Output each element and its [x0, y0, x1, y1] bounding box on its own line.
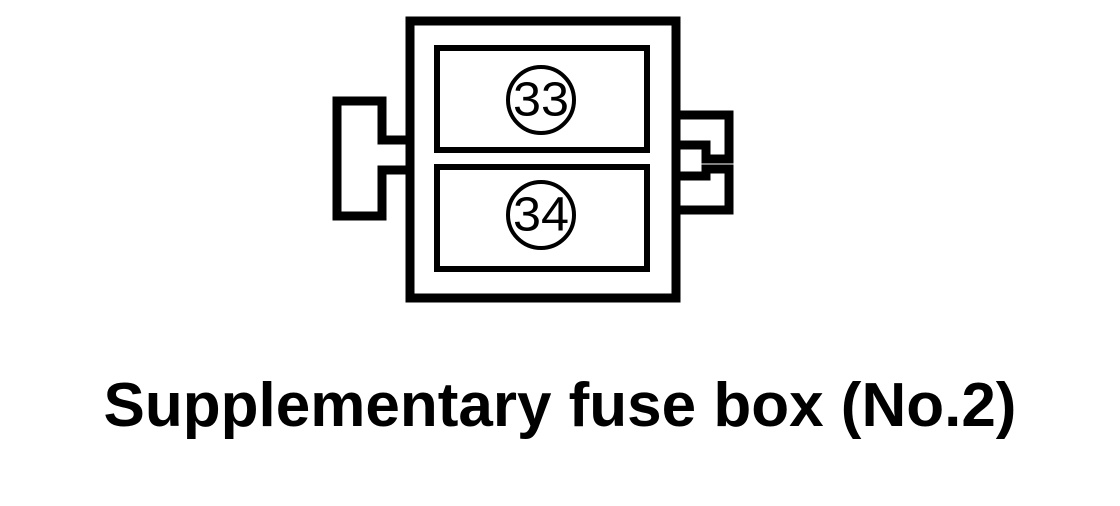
left-mounting-tab [332, 96, 406, 221]
right-mounting-tab-upper [680, 110, 734, 164]
fuse-slot-34 [434, 164, 650, 272]
fuse-number-34: 34 [513, 189, 569, 242]
fuse-slot-33 [434, 45, 650, 153]
fuse-number-33: 33 [513, 74, 569, 127]
diagram-caption: Supplementary fuse box (No.2) [103, 371, 1017, 440]
fuse-number-circle [506, 65, 576, 135]
fuse-number-circle [506, 180, 576, 250]
fuse-box-housing [405, 16, 681, 303]
right-mounting-tab-lower [680, 164, 734, 215]
